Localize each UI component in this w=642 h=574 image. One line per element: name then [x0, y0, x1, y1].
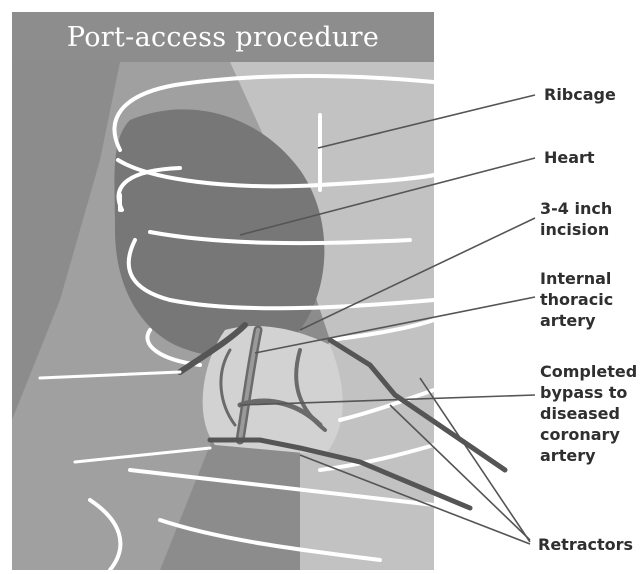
label-ita-line2: thoracic: [540, 289, 613, 310]
label-ribcage-text: Ribcage: [544, 85, 616, 104]
label-completed-bypass: Completed bypass to diseased coronary ar…: [540, 361, 637, 466]
label-incision-line2: incision: [540, 219, 612, 240]
label-heart-text: Heart: [544, 148, 595, 167]
title-banner: Port-access procedure: [12, 12, 434, 62]
label-ita-line1: Internal: [540, 268, 613, 289]
label-bypass-line2: bypass to: [540, 382, 637, 403]
label-bypass-line1: Completed: [540, 361, 637, 382]
label-retractors-text: Retractors: [538, 535, 633, 554]
label-heart: Heart: [544, 147, 595, 168]
label-bypass-line5: artery: [540, 445, 637, 466]
label-ribcage: Ribcage: [544, 84, 616, 105]
label-internal-thoracic-artery: Internal thoracic artery: [540, 268, 613, 331]
label-ita-line3: artery: [540, 310, 613, 331]
diagram-title: Port-access procedure: [67, 22, 379, 53]
label-retractors: Retractors: [538, 534, 633, 555]
label-bypass-line4: coronary: [540, 424, 637, 445]
label-incision-line1: 3-4 inch: [540, 198, 612, 219]
label-bypass-line3: diseased: [540, 403, 637, 424]
label-incision: 3-4 inch incision: [540, 198, 612, 240]
